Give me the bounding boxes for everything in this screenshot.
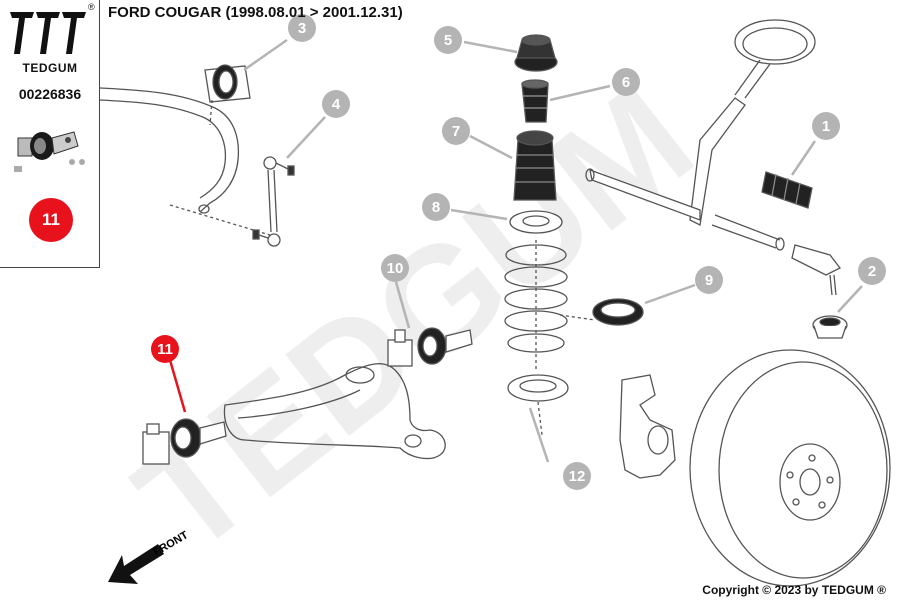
tie-rod-end	[791, 244, 841, 296]
dust-boot	[513, 130, 557, 201]
product-info-box: ® TEDGUM 00226836 11	[0, 0, 100, 268]
svg-text:6: 6	[622, 74, 630, 91]
svg-text:11: 11	[157, 341, 173, 358]
lower-spring-seat	[507, 374, 569, 436]
svg-text:12: 12	[569, 468, 586, 485]
steering-knuckle	[619, 374, 676, 479]
callout-9: 9	[695, 266, 723, 294]
arm-bush-rear	[387, 327, 473, 367]
stabilizer-bar	[99, 87, 271, 236]
rack-boot	[761, 171, 813, 209]
svg-text:7: 7	[452, 123, 460, 140]
lower-control-arm	[223, 363, 446, 460]
callout-6: 6	[612, 68, 640, 96]
svg-text:4: 4	[332, 96, 341, 113]
wheel	[689, 349, 891, 587]
callout-10: 10	[381, 254, 409, 282]
svg-text:5: 5	[444, 32, 452, 49]
callout-12: 12	[563, 462, 591, 490]
svg-text:2: 2	[868, 263, 876, 280]
svg-text:1: 1	[822, 118, 830, 135]
svg-text:3: 3	[298, 20, 306, 37]
part-number: 00226836	[18, 86, 82, 102]
coil-spring	[504, 240, 568, 372]
stabilizer-link	[252, 156, 295, 247]
callout-5: 5	[434, 26, 462, 54]
bump-stop	[521, 79, 549, 123]
callout-8: 8	[422, 193, 450, 221]
callout-7: 7	[442, 117, 470, 145]
top-mount	[514, 34, 558, 72]
stabilizer-bush	[204, 64, 251, 126]
callout-2: 2	[858, 257, 886, 285]
part-thumbnail	[14, 131, 85, 172]
front-arrow: FRONT	[108, 529, 191, 584]
page-title: FORD COUGAR (1998.08.01 > 2001.12.31)	[108, 4, 403, 21]
tedgum-logo-icon	[8, 8, 88, 58]
ball-joint	[812, 315, 848, 339]
arm-bush-front	[142, 418, 227, 465]
callout-4: 4	[322, 90, 350, 118]
callout-3: 3	[288, 14, 316, 42]
copyright-notice: Copyright © 2023 by TEDGUM ®	[702, 583, 886, 597]
callout-11: 11	[151, 335, 179, 363]
brand-name: TEDGUM	[22, 61, 78, 75]
svg-text:10: 10	[387, 260, 404, 277]
callout-1: 1	[812, 112, 840, 140]
upper-spring-seat	[509, 210, 563, 234]
steering-assembly	[585, 19, 816, 251]
svg-text:9: 9	[705, 272, 713, 289]
strut-bearing	[559, 298, 644, 326]
svg-text:8: 8	[432, 199, 440, 216]
registered-mark: ®	[88, 2, 95, 12]
item-number-badge: 11	[29, 198, 73, 242]
